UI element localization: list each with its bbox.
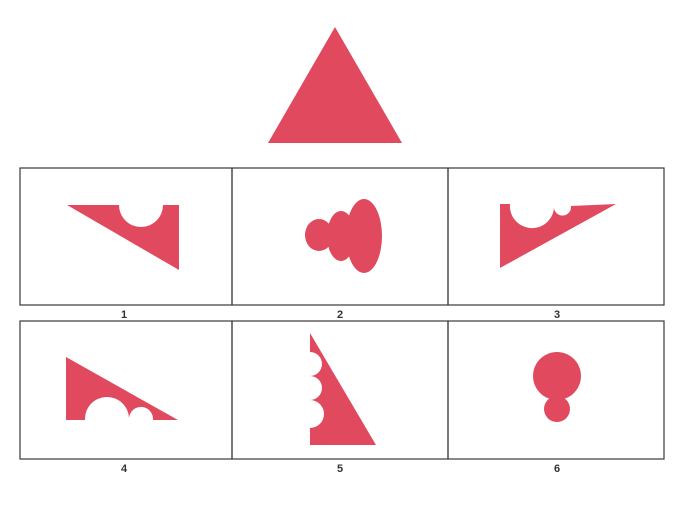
option-label-5: 5: [337, 463, 343, 475]
option-shape-2: [305, 199, 382, 273]
option-label-4: 4: [121, 463, 128, 475]
option-shape-4: [66, 357, 178, 420]
option-label-3: 3: [554, 309, 560, 321]
option-shape-1: [67, 205, 179, 270]
option-shape-3: [500, 204, 616, 268]
option-frame-4[interactable]: [19, 320, 233, 460]
option-frame-6[interactable]: [447, 320, 665, 460]
option-shape-6: [533, 352, 581, 422]
option-label-2: 2: [337, 309, 343, 321]
target-triangle: [268, 27, 402, 143]
option-shape-5: [310, 333, 376, 445]
option-label-1: 1: [121, 309, 127, 321]
option-frame-3[interactable]: [447, 167, 665, 306]
option-label-6: 6: [554, 463, 560, 475]
